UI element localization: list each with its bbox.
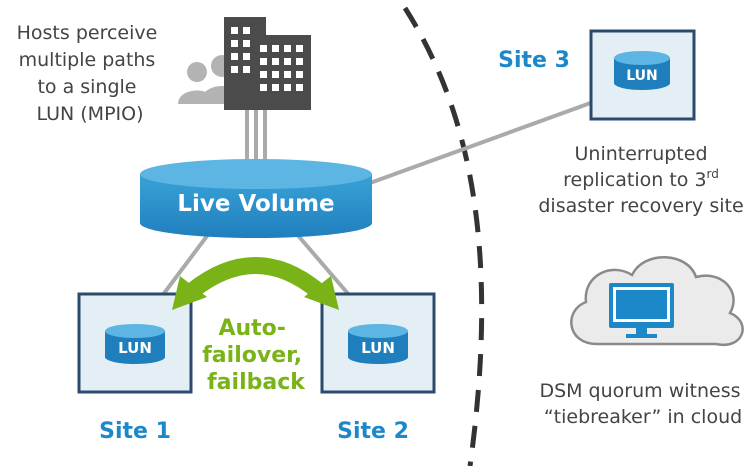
database-icon: LUN [614,51,670,90]
replication-caption-line2: replication to 3rd [563,167,719,191]
connector-lines [160,99,597,298]
replication-caption-sup: rd [707,167,719,181]
site3-box: LUN [589,29,696,121]
site3-label: Site 3 [498,48,570,73]
site2-label: Site 2 [337,419,409,444]
live-volume-label: Live Volume [177,191,334,217]
failover-label-line: failover, [202,343,302,368]
witness-caption-line: DSM quorum witness [539,380,740,402]
replication-line [369,99,597,185]
witness-caption: DSM quorum witness “tiebreaker” in cloud [539,380,746,428]
live-volume-cylinder: Live Volume [140,159,372,238]
hosts-caption-line: Hosts perceive [17,22,158,44]
lun-label: LUN [118,339,152,357]
hosts-caption-line: to a single [37,76,136,98]
site1-box: LUN [77,292,193,394]
database-icon: LUN [105,324,165,364]
site1-label: Site 1 [99,419,171,444]
site2-box: LUN [320,292,436,394]
building-icon [224,17,311,110]
lun-label: LUN [361,339,395,357]
lun-label: LUN [626,68,658,84]
database-icon: LUN [348,324,408,364]
failover-label-line: failback [207,370,306,395]
cloud-icon [570,256,744,347]
witness-caption-line: “tiebreaker” in cloud [544,406,742,428]
site-boundary-dashed-line [402,6,485,466]
site2-link-line [293,230,352,298]
hosts-caption-line: multiple paths [19,49,156,71]
monitor-icon [609,283,674,338]
replication-caption-line: Uninterrupted [575,143,708,165]
replication-caption-prefix: replication to 3 [563,169,706,191]
replication-caption-line3: disaster recovery site [538,195,743,217]
failover-label: Auto- failover, failback [202,316,310,395]
hosts-caption-line: LUN (MPIO) [36,103,143,125]
hosts-caption: Hosts perceive multiple paths to a singl… [17,22,164,125]
failover-label-line: Auto- [218,316,285,341]
site1-link-line [160,230,212,298]
bidirectional-arrow-icon [172,257,339,310]
replication-caption: Uninterrupted [575,143,708,165]
